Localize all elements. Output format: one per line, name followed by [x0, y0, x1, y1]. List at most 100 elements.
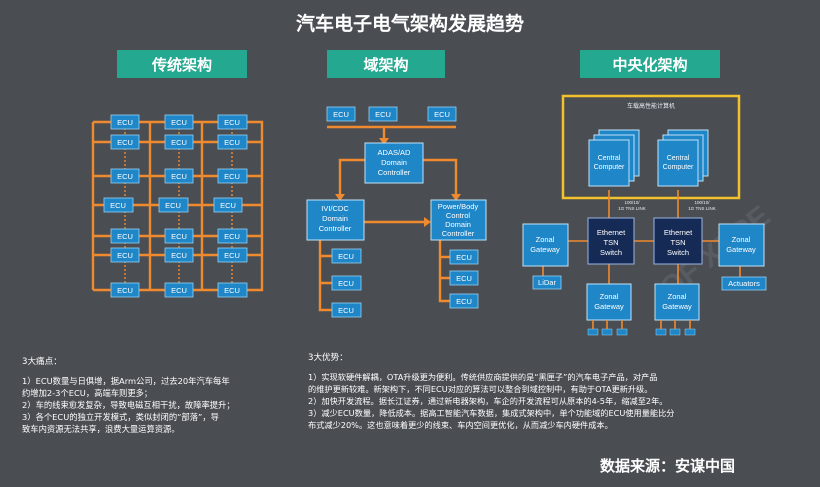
svg-text:Ethernet: Ethernet [597, 228, 626, 237]
svg-text:TSN: TSN [671, 238, 686, 247]
domain-ecu-box: ECU [449, 293, 479, 309]
source-credit: 数据来源：安谋中国 [600, 457, 736, 475]
svg-text:ECU: ECU [434, 110, 450, 119]
trad-ecu-box: ECU [103, 197, 134, 213]
svg-text:ECU: ECU [333, 110, 349, 119]
svg-text:Control: Control [446, 211, 471, 220]
svg-text:ECU: ECU [224, 172, 240, 181]
advantages-heading: 3大优势： [308, 353, 348, 363]
svg-text:ECU: ECU [117, 251, 133, 260]
svg-text:100/10/: 100/10/ [624, 200, 640, 205]
pains-line: 1）ECU数量与日俱增，据Arm公司，过去20年汽车每年 [22, 376, 230, 386]
svg-text:Gateway: Gateway [726, 245, 756, 254]
traditional-diagram: ECU ECU ECU ECU ECU ECU ECU ECU ECU ECU … [91, 114, 264, 298]
advantages-line: 布式减少20%。这也意味着更少的线束、车内空间更优化，从而减少车内硬件成本。 [308, 420, 613, 430]
trad-ecu-box: ECU [217, 168, 248, 184]
domain-ecu-box: ECU [427, 106, 457, 122]
svg-text:Controller: Controller [378, 168, 411, 177]
svg-text:Power/Body: Power/Body [438, 202, 479, 211]
trad-ecu-box: ECU [110, 282, 140, 298]
zonal-gateway-bottom-right: Zonal Gateway [654, 283, 700, 321]
trad-ecu-box: ECU [213, 197, 243, 213]
svg-text:1G TNS LINK: 1G TNS LINK [688, 206, 715, 211]
zonal-gateway-right: Zonal Gateway [718, 223, 765, 267]
domain-diagram: ECU ECU ECU ADAS/AD Domain Controller IV… [306, 106, 487, 318]
zonal-gateway-bottom-left: Zonal Gateway [586, 283, 632, 321]
domain-ecu-box: ECU [368, 106, 398, 122]
svg-text:ECU: ECU [165, 201, 181, 210]
svg-text:ECU: ECU [117, 232, 133, 241]
ethernet-tsn-switch-left: Ethernet TSN Switch [587, 217, 635, 265]
advantages-line: 2）加快开发流程。据长江证券，通过新电器架构，车企的开发流程可从原本的4-5年，… [308, 396, 668, 406]
trad-ecu-box: ECU [217, 282, 248, 298]
actuators-box: Actuators [721, 276, 767, 291]
svg-text:ECU: ECU [224, 118, 240, 127]
svg-text:Domain: Domain [322, 214, 348, 223]
svg-text:ECU: ECU [224, 138, 240, 147]
svg-text:Domain: Domain [381, 158, 407, 167]
svg-text:Zonal: Zonal [668, 292, 687, 301]
domain-ecu-box: ECU [331, 302, 362, 318]
advantages-line: 3）减少ECU数量，降低成本。据高工智能汽车数据，集成式架构中，单个功能域的EC… [308, 408, 675, 418]
svg-text:ECU: ECU [171, 286, 187, 295]
svg-text:Actuators: Actuators [728, 279, 760, 288]
trad-ecu-box: ECU [164, 114, 194, 130]
svg-text:ECU: ECU [338, 279, 354, 288]
svg-text:1G TNS LINK: 1G TNS LINK [618, 206, 645, 211]
svg-text:ECU: ECU [456, 253, 472, 262]
central-computer-right: Central Computer [657, 129, 709, 187]
hpc-panel-label: 车载高性能计算机 [627, 102, 675, 110]
svg-text:IVI/CDC: IVI/CDC [321, 204, 349, 213]
svg-text:ECU: ECU [117, 138, 133, 147]
trad-ecu-box: ECU [164, 134, 194, 150]
svg-text:ECU: ECU [220, 201, 236, 210]
svg-text:100/10/: 100/10/ [694, 200, 710, 205]
advantages-line: 1）实现软硬件解耦，OTA升级更为便利。传统供应商提供的是“黑匣子”的汽车电子产… [308, 372, 658, 382]
header-traditional-label: 传统架构 [151, 56, 212, 74]
sensor-boxes [587, 320, 696, 336]
lidar-box: LiDar [532, 275, 562, 290]
svg-text:ECU: ECU [224, 286, 240, 295]
svg-text:ADAS/AD: ADAS/AD [378, 148, 412, 157]
pains-line: 致车内资源无法共享，浪费大量运算资源。 [22, 424, 180, 434]
svg-text:Zonal: Zonal [600, 292, 619, 301]
trad-ecu-box: ECU [164, 247, 194, 263]
svg-text:Zonal: Zonal [732, 235, 751, 244]
hpc-panel [561, 94, 741, 200]
trad-ecu-box: ECU [217, 247, 248, 263]
trad-ecu-box: ECU [217, 134, 248, 150]
header-traditional: 传统架构 [117, 50, 247, 78]
svg-text:ECU: ECU [224, 251, 240, 260]
svg-text:ECU: ECU [171, 138, 187, 147]
svg-text:Central: Central [667, 155, 690, 162]
svg-text:ECU: ECU [456, 297, 472, 306]
svg-text:ECU: ECU [171, 118, 187, 127]
pains-line: 2）车的线束愈发复杂，导致电磁互相干扰，故障率提升； [22, 400, 235, 410]
svg-text:Computer: Computer [594, 164, 625, 171]
svg-text:LiDar: LiDar [538, 278, 556, 287]
trad-ecu-box: ECU [110, 168, 140, 184]
page-title: 汽车电子电气架构发展趋势 [295, 13, 524, 35]
central-computer-left: Central Computer [588, 129, 640, 187]
trad-ecu-box: ECU [217, 114, 248, 130]
header-domain: 域架构 [327, 50, 445, 78]
svg-text:ECU: ECU [338, 306, 354, 315]
trad-ecu-box: ECU [164, 282, 194, 298]
trad-ecu-box: ECU [164, 168, 194, 184]
trad-ecu-box: ECU [110, 228, 140, 244]
svg-text:Computer: Computer [663, 164, 694, 171]
trad-ecu-box: ECU [164, 228, 194, 244]
central-diagram: 车载高性能计算机 Central Computer Central Comput… [522, 94, 767, 336]
svg-text:ECU: ECU [117, 286, 133, 295]
svg-text:ECU: ECU [171, 232, 187, 241]
svg-text:Switch: Switch [667, 248, 689, 257]
svg-text:ECU: ECU [171, 172, 187, 181]
svg-text:TSN: TSN [604, 238, 619, 247]
advantages-line: 的维护更新较难。新架构下，不同ECU对应的算法可以整合到域控制中，有助于OTA更… [308, 384, 653, 394]
svg-text:ECU: ECU [117, 172, 133, 181]
pains-heading: 3大痛点： [22, 357, 62, 367]
svg-text:Controller: Controller [319, 224, 352, 233]
trad-ecu-box: ECU [110, 134, 140, 150]
svg-text:Central: Central [598, 155, 621, 162]
